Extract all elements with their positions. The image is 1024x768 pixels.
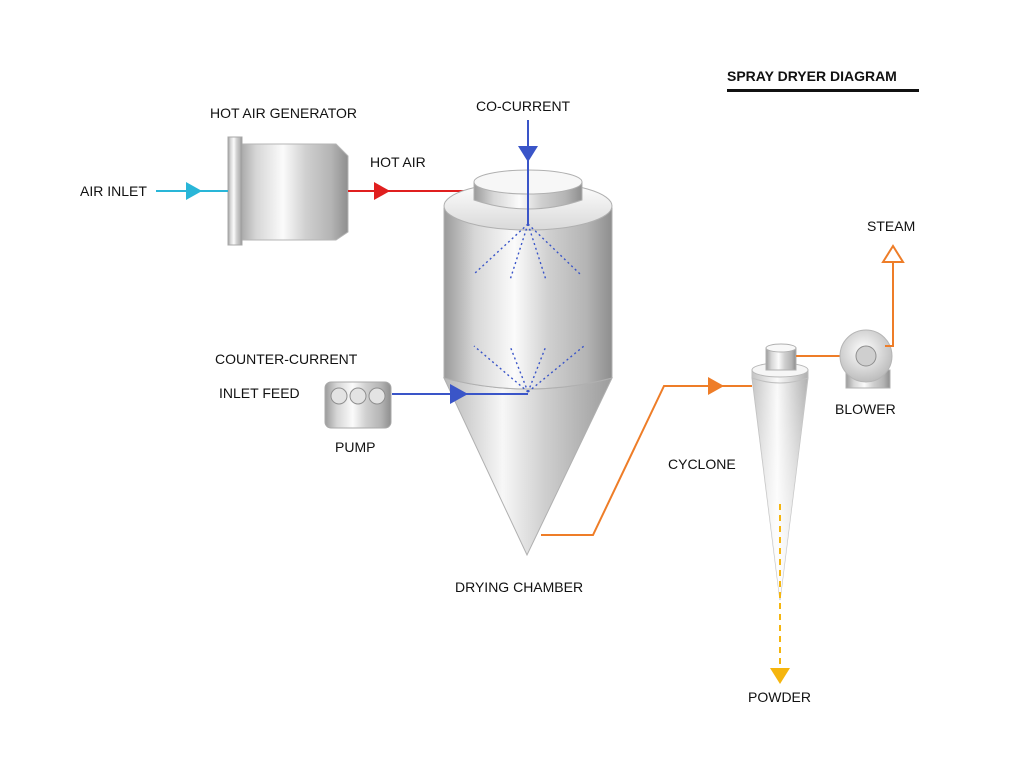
drying-chamber (443, 169, 613, 557)
counter-current-flow (392, 345, 585, 404)
powder-arrow (770, 668, 790, 684)
counter-current-label: COUNTER-CURRENT (215, 351, 358, 367)
powder-label: POWDER (748, 689, 811, 705)
drying-chamber-label: DRYING CHAMBER (455, 579, 584, 595)
chamber-to-cyclone-flow (541, 377, 752, 536)
cyclone-label: CYCLONE (668, 456, 736, 472)
cyclone-inlet-arrow (708, 377, 724, 395)
blower (839, 329, 893, 389)
air-inlet-label: AIR INLET (80, 183, 147, 199)
co-current-label: CO-CURRENT (476, 98, 571, 114)
steam-arrow (881, 244, 905, 263)
steam-label: STEAM (867, 218, 916, 234)
steam-flow (881, 244, 905, 347)
cyclone (751, 343, 809, 601)
blower-label: BLOWER (835, 401, 896, 417)
air-inlet-flow (156, 182, 228, 200)
powder-flow (770, 504, 790, 684)
hot-air-label: HOT AIR (370, 154, 426, 170)
hot-air-generator (227, 136, 349, 246)
hot-air-generator-label: HOT AIR GENERATOR (210, 105, 358, 121)
hot-air-flow (348, 182, 475, 200)
inlet-feed-arrow (450, 384, 468, 404)
counter-current-spray (473, 345, 585, 393)
inlet-feed-label: INLET FEED (219, 385, 300, 401)
co-current-flow (473, 120, 581, 281)
diagram-title: SPRAY DRYER DIAGRAM (727, 68, 919, 92)
pump (324, 381, 392, 429)
pump-label: PUMP (335, 439, 376, 455)
air-inlet-arrow (186, 182, 202, 200)
hot-air-arrow (374, 182, 390, 200)
co-current-spray (473, 223, 581, 281)
co-current-arrow (518, 146, 538, 162)
